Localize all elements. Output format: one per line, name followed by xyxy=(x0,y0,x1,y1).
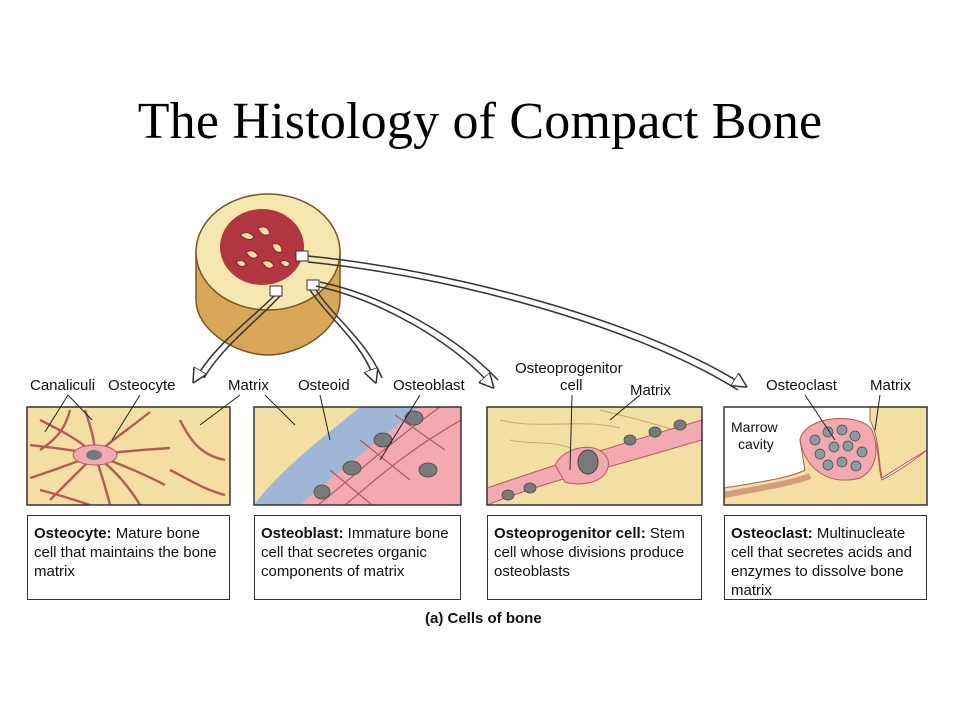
osteoblast-panel xyxy=(254,407,461,505)
caption-text: Mature bone cell that maintains the bone… xyxy=(34,525,217,580)
label-osteoblast: Osteoblast xyxy=(393,377,465,394)
caption-term: Osteoprogenitor cell: xyxy=(494,525,646,542)
caption-osteoclast: Osteoclast: Multinucleate cell that secr… xyxy=(724,515,927,600)
caption-term: Osteoclast: xyxy=(731,525,813,542)
caption-term: Osteocyte: xyxy=(34,525,112,542)
caption-osteocyte: Osteocyte: Mature bone cell that maintai… xyxy=(27,515,230,600)
figure-caption: (a) Cells of bone xyxy=(425,610,542,627)
osteoclast-panel xyxy=(724,407,927,505)
label-matrix-2: Matrix xyxy=(630,382,671,399)
label-matrix-3: Matrix xyxy=(870,377,911,394)
caption-text: Stem cell whose divisions produce osteob… xyxy=(494,525,685,580)
label-osteocyte: Osteocyte xyxy=(108,377,176,394)
label-matrix-1: Matrix xyxy=(228,377,269,394)
label-marrow-line1: Marrow xyxy=(731,419,778,435)
label-canaliculi: Canaliculi xyxy=(30,377,96,394)
label-osteoclast: Osteoclast xyxy=(766,377,837,394)
caption-term: Osteoblast: xyxy=(261,525,344,542)
caption-text: Multinucleate cell that secretes acids a… xyxy=(731,525,912,599)
label-marrow-line2: cavity xyxy=(738,436,774,452)
caption-text: Immature bone cell that secretes organic… xyxy=(261,525,449,580)
bone-cross-section xyxy=(195,193,341,356)
caption-osteoblast: Osteoblast: Immature bone cell that secr… xyxy=(254,515,461,600)
label-osteoprogenitor-line2: cell xyxy=(560,377,583,394)
label-osteoid: Osteoid xyxy=(298,377,350,394)
label-osteoprogenitor-line1: Osteoprogenitor xyxy=(515,360,623,377)
leader-lines xyxy=(44,394,881,471)
osteocyte-panel xyxy=(27,407,230,505)
osteoprogenitor-panel xyxy=(487,407,702,505)
caption-osteoprogenitor: Osteoprogenitor cell: Stem cell whose di… xyxy=(487,515,702,600)
slide-title: The Histology of Compact Bone xyxy=(137,93,823,150)
zoom-arrows xyxy=(196,255,742,391)
